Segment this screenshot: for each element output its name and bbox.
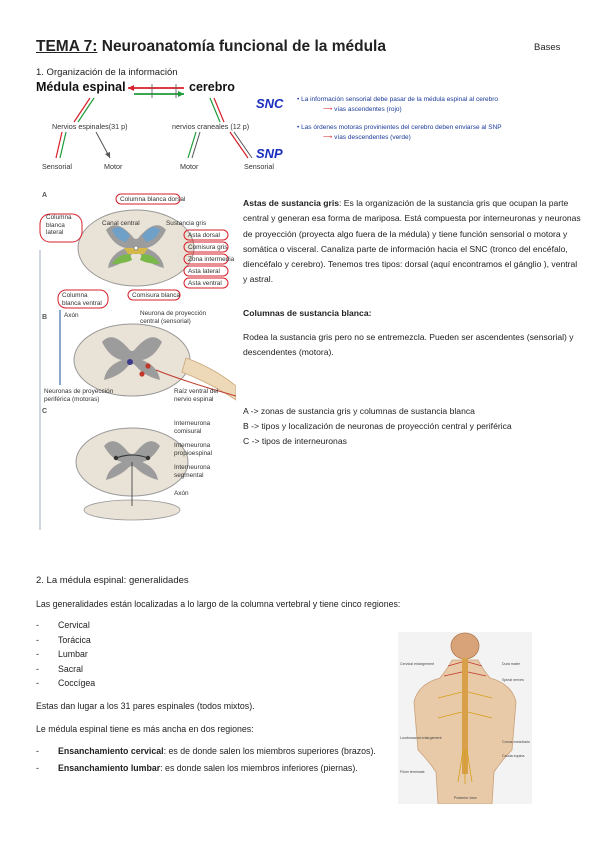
- region-item: Lumbar: [36, 647, 95, 662]
- organization-bullets: • La información sensorial debe pasar de…: [297, 95, 587, 142]
- lumbar-term: Ensanchamiento lumbar: [58, 762, 161, 773]
- columnas-title: Columnas de sustancia blanca:: [243, 308, 372, 318]
- red-arrow-icon: ⟶: [323, 133, 333, 141]
- enlargements-list: Ensanchamiento cervical: es de donde sal…: [36, 744, 384, 775]
- astas-title: Astas de sustancia gris: [243, 198, 340, 208]
- title-rest: Neuroanatomía funcional de la médula: [97, 38, 386, 55]
- diagram-left-branch: Nervios espinales(31 p): [52, 122, 128, 131]
- region-item: Cervical: [36, 618, 95, 633]
- diagram-right-title: cerebro: [189, 80, 235, 94]
- enlargement-cervical: Ensanchamiento cervical: es de donde sal…: [36, 744, 384, 759]
- region-item: Coccígea: [36, 676, 95, 691]
- organization-arrows: [55, 84, 253, 159]
- header-tag: Bases: [534, 42, 561, 53]
- cervical-rest: : es de donde salen los miembros superio…: [163, 746, 376, 756]
- label-axon-c: Axón: [174, 490, 189, 497]
- section-2-heading: 2. La médula espinal: generalidades: [36, 575, 189, 586]
- label-asta-dorsal: Asta dorsal: [188, 232, 220, 239]
- body-label-dura: Dura mater: [502, 662, 520, 666]
- body-label-conus: Conus medullaris: [502, 740, 530, 744]
- region-item: Sacral: [36, 662, 95, 677]
- cervical-term: Ensanchamiento cervical: [58, 746, 164, 756]
- diagram-leaf-motor-1: Motor: [104, 162, 123, 171]
- page-title: TEMA 7: Neuroanatomía funcional de la mé…: [36, 38, 386, 56]
- body-label-cauda: Cauda equina: [502, 754, 525, 758]
- title-prefix: TEMA 7:: [36, 38, 98, 55]
- label-comisura-blanca: Comisura blanca: [132, 292, 180, 299]
- diagram-right-branch: nervios craneales (12 p): [172, 122, 250, 131]
- spinal-cord-illustration: [39, 193, 237, 530]
- bullet-sensorial-sub-text: vías ascendentes (rojo): [334, 105, 402, 113]
- body-label-lumbosacral: Lumbosacral enlargement: [400, 736, 442, 740]
- label-axon-b: Axón: [64, 312, 79, 319]
- body-label-filum: Filum terminale: [400, 770, 425, 774]
- bullet-motoras: • Las órdenes motoras provinientes del c…: [297, 124, 502, 131]
- diagram-left-title: Médula espinal: [36, 80, 126, 94]
- legend-a: A -> zonas de sustancia gris y columnas …: [243, 406, 475, 416]
- pairs-text: Estas dan lugar a los 31 pares espinales…: [36, 701, 255, 711]
- snp-label: SNP: [256, 146, 283, 161]
- bullet-motoras-sub: ⟶ vías descendentes (verde): [297, 133, 587, 143]
- label-canal-central: Canal central: [102, 220, 140, 227]
- body-spine-illustration: [413, 632, 517, 805]
- label-columna-blanca-dorsal: Columna blanca dorsal: [120, 196, 186, 203]
- body-label-spinal-nerves: Spinal nerves: [502, 678, 524, 682]
- astas-paragraph: Astas de sustancia gris: Es la organizac…: [243, 196, 583, 288]
- astas-body: : Es la organización de la sustancia gri…: [243, 198, 581, 285]
- diagram-leaf-motor-2: Motor: [180, 162, 199, 171]
- label-comisura-gris: Comisura gris: [188, 244, 228, 251]
- bullet-sensorial: • La información sensorial debe pasar de…: [297, 96, 499, 103]
- region-item: Torácica: [36, 633, 95, 648]
- label-zona-intermedia: Zona intermedia: [188, 256, 235, 263]
- red-arrow-icon: ⟶: [323, 105, 333, 113]
- legend-c: C -> tipos de interneuronas: [243, 436, 347, 446]
- body-spine-figure: Cervical enlargement Dura mater Spinal n…: [398, 632, 532, 805]
- figure-label-b: B: [42, 314, 48, 321]
- regions-list: Cervical Torácica Lumbar Sacral Coccígea: [36, 618, 95, 691]
- enlargement-lumbar: Ensanchamiento lumbar: es donde salen lo…: [36, 761, 384, 776]
- section-2-intro: Las generalidades están localizadas a lo…: [36, 599, 401, 609]
- section-1-heading: 1. Organización de la información: [36, 67, 178, 78]
- diagram-leaf-sensorial-2: Sensorial: [244, 162, 274, 171]
- wider-text: Le médula espinal tiene es más ancha en …: [36, 724, 254, 734]
- figure-label-a: A: [42, 192, 48, 199]
- label-asta-lateral: Asta lateral: [188, 268, 220, 275]
- bullet-motoras-sub-text: vías descendentes (verde): [334, 133, 411, 141]
- bullet-sensorial-sub: ⟶ vías ascendentes (rojo): [297, 105, 587, 115]
- figure-label-c: C: [42, 408, 48, 415]
- organization-diagram: Médula espinal cerebro Nervios espinales…: [34, 80, 284, 176]
- lumbar-rest: : es donde salen los miembros inferiores…: [160, 762, 358, 773]
- snc-label: SNC: [256, 96, 284, 111]
- body-figure-caption: Posterior view: [454, 796, 477, 800]
- label-asta-ventral: Asta ventral: [188, 280, 222, 287]
- columnas-body: Rodea la sustancia gris pero no se entre…: [243, 332, 574, 358]
- legend-b: B -> tipos y localización de neuronas de…: [243, 421, 512, 431]
- diagram-leaf-sensorial-1: Sensorial: [42, 162, 72, 171]
- body-label-cervical: Cervical enlargement: [400, 662, 434, 666]
- label-sustancia-gris: Sustancia gris: [166, 220, 207, 227]
